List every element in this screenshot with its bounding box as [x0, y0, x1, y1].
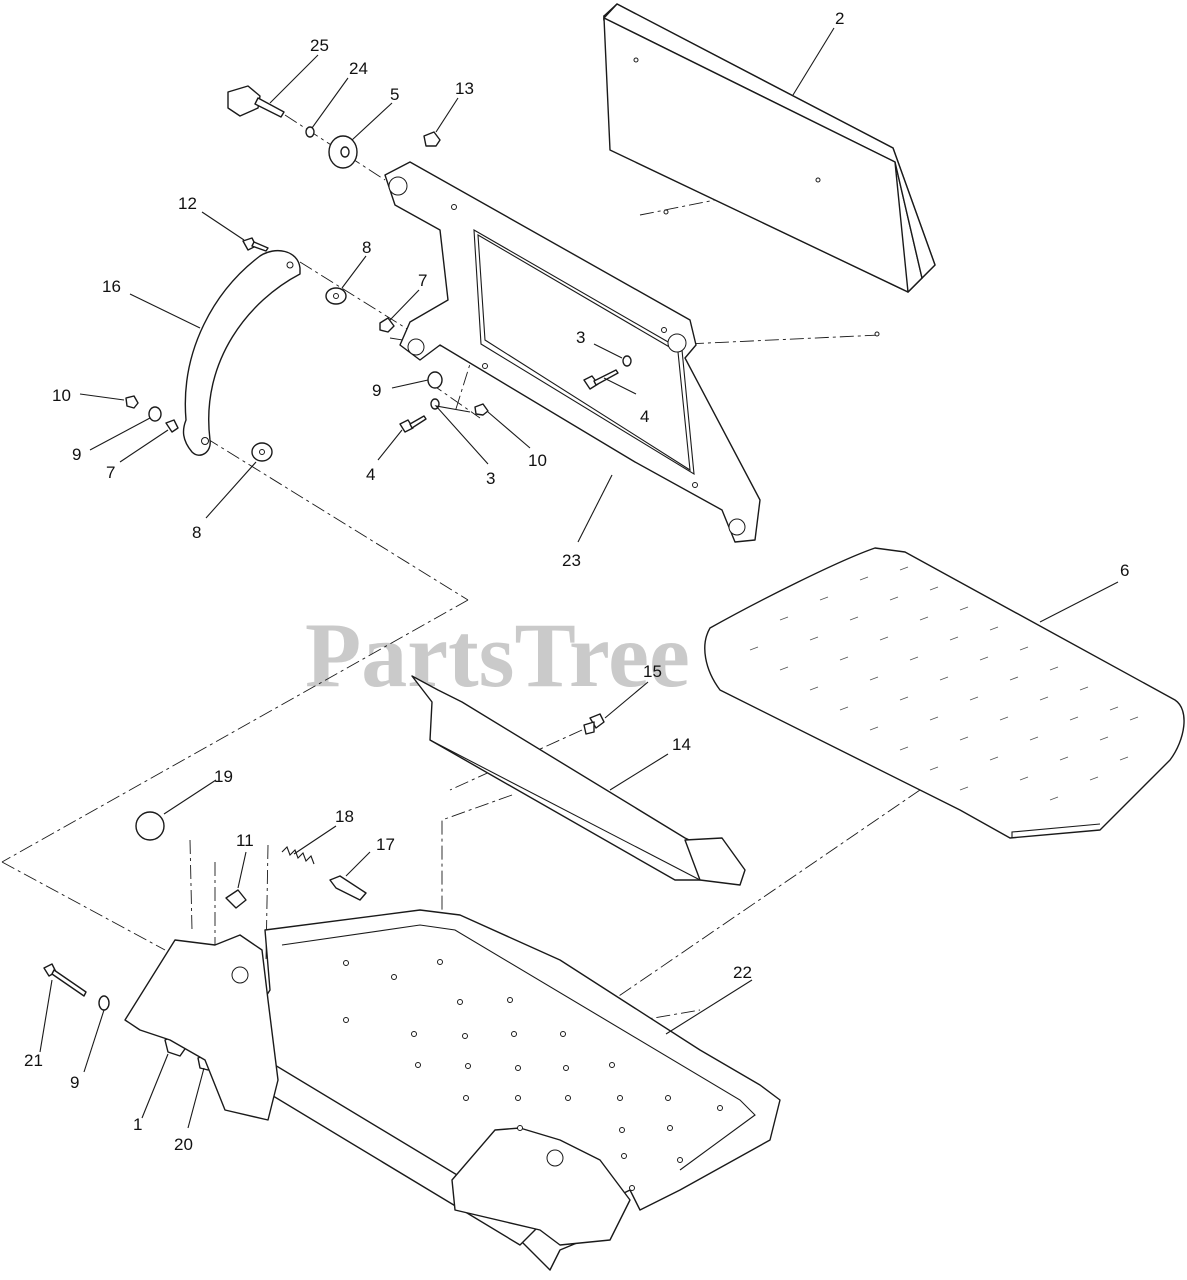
seat-bracket [384, 161, 761, 543]
leader-lines [39, 27, 1119, 1129]
callout-24: 24 [349, 59, 368, 78]
callout-1: 1 [133, 1115, 142, 1134]
callouts: 25 24 5 13 2 12 16 8 7 3 4 10 9 9 7 4 3 … [24, 9, 1129, 1154]
callout-22: 22 [733, 963, 752, 982]
callout-3-upper: 3 [576, 328, 585, 347]
callout-7-upper: 7 [418, 271, 427, 290]
callout-9-mid: 9 [372, 381, 381, 400]
callout-8-lower: 8 [192, 523, 201, 542]
callout-11: 11 [236, 831, 254, 850]
callout-19: 19 [214, 767, 233, 786]
callout-23: 23 [562, 551, 581, 570]
callout-12: 12 [178, 194, 197, 213]
callout-17: 17 [376, 835, 395, 854]
callout-10-left: 10 [52, 386, 71, 405]
callout-8-upper: 8 [362, 238, 371, 257]
callout-9-left: 9 [72, 445, 81, 464]
hardware-top [125, 85, 632, 462]
seat-cushion [603, 3, 936, 337]
watermark-text: PartsTree [305, 604, 690, 706]
callout-20: 20 [174, 1135, 193, 1154]
callout-14: 14 [672, 735, 691, 754]
callout-13: 13 [455, 79, 474, 98]
callout-15: 15 [643, 662, 662, 681]
callout-6: 6 [1120, 561, 1129, 580]
callout-4-upper: 4 [640, 407, 649, 426]
callout-10-mid: 10 [528, 451, 547, 470]
foot-platform [124, 909, 781, 1271]
curved-arm [182, 249, 301, 456]
angle-bracket [411, 675, 746, 886]
callout-16: 16 [102, 277, 121, 296]
foot-mat [704, 547, 1185, 839]
callout-3-lower: 3 [486, 469, 495, 488]
callout-7-left: 7 [106, 463, 115, 482]
callout-9-bottom: 9 [70, 1073, 79, 1092]
screw-15 [583, 713, 605, 735]
callout-2: 2 [835, 9, 844, 28]
callout-21: 21 [24, 1051, 43, 1070]
callout-25: 25 [310, 36, 329, 55]
callout-4-lower: 4 [366, 465, 375, 484]
callout-5: 5 [390, 85, 399, 104]
watermark: PartsTree TM [305, 593, 878, 706]
callout-18: 18 [335, 807, 354, 826]
